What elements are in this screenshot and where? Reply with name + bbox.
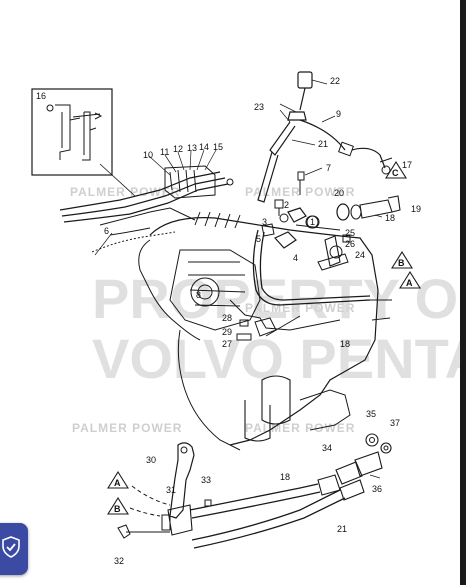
callout-28: 28 bbox=[222, 313, 232, 323]
callout-24: 24 bbox=[355, 250, 365, 260]
callout-6: 6 bbox=[104, 226, 109, 236]
callout-15: 15 bbox=[213, 142, 223, 152]
lower-bracket-assembly bbox=[117, 433, 392, 549]
callout-37: 37 bbox=[390, 418, 400, 428]
callout-22: 22 bbox=[330, 76, 340, 86]
callout-14: 14 bbox=[199, 142, 209, 152]
circled-reference-1 bbox=[306, 215, 320, 229]
callout-13: 13 bbox=[187, 143, 197, 153]
triangle-label: B bbox=[114, 504, 121, 514]
callout-9: 9 bbox=[336, 109, 341, 119]
callout-16: 16 bbox=[36, 91, 46, 101]
callout-29: 29 bbox=[222, 327, 232, 337]
callout-1: 1 bbox=[310, 217, 315, 227]
callout-21-bottom: 21 bbox=[337, 524, 347, 534]
callout-30: 30 bbox=[146, 455, 156, 465]
callout-18: 18 bbox=[385, 213, 395, 223]
callout-31: 31 bbox=[166, 485, 176, 495]
watermark-volvo-penta: VOLVO PENTA bbox=[92, 327, 460, 390]
callout-19: 19 bbox=[411, 204, 421, 214]
callout-23: 23 bbox=[254, 102, 264, 112]
fuel-hoses-main bbox=[236, 229, 371, 341]
engine-block bbox=[138, 211, 392, 451]
callout-25: 25 bbox=[345, 228, 355, 238]
shield-check-glyph bbox=[2, 536, 20, 558]
callout-18-bottom: 18 bbox=[280, 472, 290, 482]
callout-11: 11 bbox=[160, 147, 169, 157]
callout-numbers: 22 23 9 21 17 7 20 18 19 2 1 3 5 25 26 2… bbox=[36, 76, 421, 566]
callout-26: 26 bbox=[345, 239, 355, 249]
watermark-palmer-power: PALMER POWER bbox=[72, 421, 182, 435]
reference-triangles: C B A A B bbox=[107, 160, 421, 515]
callout-33: 33 bbox=[201, 475, 211, 485]
callout-3: 3 bbox=[262, 217, 267, 227]
callout-35: 35 bbox=[366, 409, 376, 419]
callout-4: 4 bbox=[293, 253, 298, 263]
shield-check-icon[interactable] bbox=[0, 523, 28, 575]
triangle-label: C bbox=[392, 168, 399, 178]
callout-27: 27 bbox=[222, 339, 232, 349]
callout-10: 10 bbox=[143, 150, 153, 160]
triangle-label: B bbox=[398, 258, 405, 268]
callout-8: 8 bbox=[196, 290, 201, 300]
watermark-palmer-power: PALMER POWER bbox=[245, 421, 355, 435]
callout-5: 5 bbox=[256, 234, 261, 244]
callout-20: 20 bbox=[334, 188, 344, 198]
triangle-label: A bbox=[114, 478, 121, 488]
callout-32: 32 bbox=[114, 556, 124, 566]
callout-34: 34 bbox=[322, 443, 332, 453]
page-edge bbox=[460, 0, 466, 585]
injection-pipes bbox=[59, 165, 234, 253]
callout-12: 12 bbox=[173, 144, 183, 154]
triangle-label: A bbox=[406, 278, 413, 288]
return-pipe-assembly bbox=[257, 71, 393, 203]
leader-lines bbox=[94, 79, 336, 256]
inset-bracket-detail bbox=[31, 88, 136, 197]
callout-7: 7 bbox=[326, 163, 331, 173]
hose-fittings-right bbox=[336, 195, 401, 221]
watermark-palmer-power: PALMER POWER bbox=[70, 185, 180, 199]
callout-2: 2 bbox=[284, 200, 289, 210]
callout-21: 21 bbox=[318, 139, 328, 149]
callout-36: 36 bbox=[372, 484, 382, 494]
callout-18-lower: 18 bbox=[340, 339, 350, 349]
callout-17: 17 bbox=[402, 160, 412, 170]
